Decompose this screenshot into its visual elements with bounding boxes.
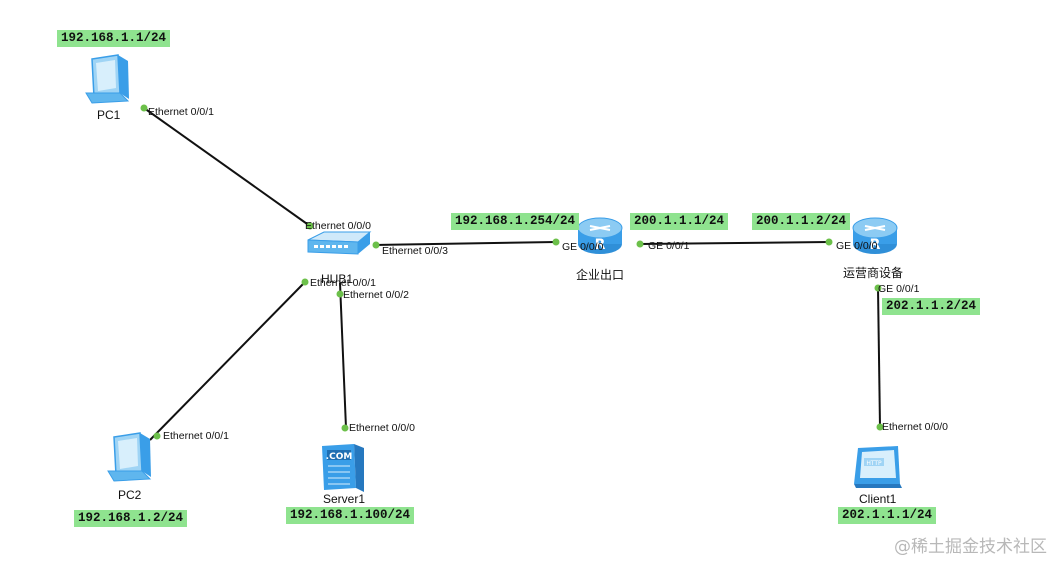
pc2-name-label: PC2 <box>118 488 142 502</box>
router-isp-lan-ip-label: 202.1.1.2/24 <box>882 298 981 315</box>
pc1-name-label: PC1 <box>97 108 121 122</box>
pc1-ip-label: 192.168.1.1/24 <box>57 30 171 47</box>
router-ent-icon[interactable]: R <box>577 217 623 254</box>
client1-badge: HTTP <box>866 460 882 467</box>
router-ent-lan-ip-label: 192.168.1.254/24 <box>451 213 580 230</box>
router-ent-lan-port-label: GE 0/0/0 <box>562 241 604 253</box>
hub1-port0-label: Ethernet 0/0/0 <box>305 220 371 232</box>
router-ent-wan-ip-label: 200.1.1.1/24 <box>630 213 729 230</box>
server1-name-label: Server1 <box>323 492 366 506</box>
hub1-port2-label: Ethernet 0/0/2 <box>343 289 409 301</box>
port-dot <box>825 238 833 246</box>
link-pc2-hub1 <box>149 281 306 441</box>
port-dot <box>140 104 148 112</box>
link-pc1-hub1 <box>143 107 311 227</box>
pc2-ip-label: 192.168.1.2/24 <box>74 510 188 527</box>
port-dots <box>140 104 884 440</box>
port-dot <box>372 241 380 249</box>
port-dot <box>636 240 644 248</box>
client1-icon[interactable]: HTTP <box>854 446 902 488</box>
server1-badge: .COM <box>326 452 353 462</box>
hub1-name-label: HUB1 <box>321 272 354 286</box>
hub1-icon[interactable] <box>307 231 372 255</box>
svg-text:R: R <box>870 237 881 253</box>
router-isp-wan-port-label: GE 0/0/0 <box>836 240 878 252</box>
pc2-icon[interactable] <box>107 432 152 482</box>
router-isp-icon[interactable]: R <box>852 217 898 254</box>
links <box>143 107 881 441</box>
port-dot <box>301 278 309 286</box>
router-isp-lan-port-label: GE 0/0/1 <box>878 283 920 295</box>
router-ent-wan-port-label: GE 0/0/1 <box>648 240 690 252</box>
port-dot <box>336 290 344 298</box>
client1-name-label: Client1 <box>859 492 897 506</box>
svg-text:R: R <box>595 237 606 253</box>
link-router-ent-router-isp <box>639 241 830 245</box>
hub1-port1-label: Ethernet 0/0/1 <box>310 277 376 289</box>
router-isp-name-label: 运营商设备 <box>843 266 904 280</box>
port-dot <box>876 423 884 431</box>
router-isp-wan-ip-label: 200.1.1.2/24 <box>752 213 851 230</box>
link-hub1-router-ent <box>374 241 557 246</box>
port-dot <box>874 284 882 292</box>
hub1-port3-label: Ethernet 0/0/3 <box>382 245 448 257</box>
port-dot <box>153 432 161 440</box>
server1-icon[interactable]: .COM <box>322 444 364 492</box>
router-ent-name-label: 企业出口 <box>576 268 625 282</box>
link-router-isp-client1 <box>877 287 881 428</box>
port-dot <box>552 238 560 246</box>
watermark: @稀土掘金技术社区 <box>894 537 1047 557</box>
client1-port-label: Ethernet 0/0/0 <box>882 421 948 433</box>
server1-port-label: Ethernet 0/0/0 <box>349 422 415 434</box>
pc1-icon[interactable] <box>85 54 130 104</box>
server1-ip-label: 192.168.1.100/24 <box>286 507 415 524</box>
port-dot <box>306 222 314 230</box>
client1-ip-label: 202.1.1.1/24 <box>838 507 937 524</box>
pc2-port-label: Ethernet 0/0/1 <box>163 430 229 442</box>
link-server1-hub1 <box>339 282 347 429</box>
port-dot <box>341 424 349 432</box>
pc1-port-label: Ethernet 0/0/1 <box>148 106 214 118</box>
